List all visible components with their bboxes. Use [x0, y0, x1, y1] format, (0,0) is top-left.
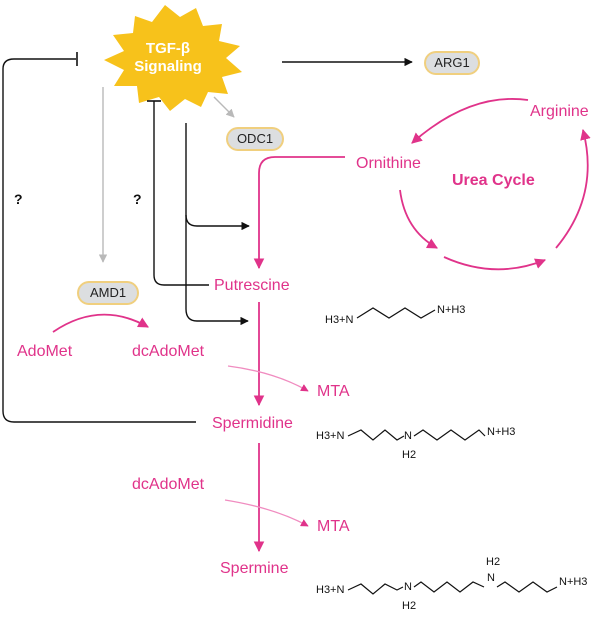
ornithine-to-putrescine-arrow: [253, 156, 345, 270]
spermidine-structure-2: [413, 429, 486, 441]
spermidine-right-amine: N+H3: [487, 426, 516, 438]
urea-arc-right: [555, 128, 591, 249]
urea-arc-bottom: [443, 256, 547, 271]
spermine-structure: [347, 583, 404, 595]
enzyme-arg1: ARG1: [426, 53, 478, 73]
spermidine-left-amine: H3+N: [316, 430, 345, 442]
urea-arc-left: [399, 189, 438, 249]
signal-label: TGF-β Signaling: [120, 40, 216, 76]
spermine-structure-2: [413, 581, 485, 593]
spermine-h2: H2: [486, 556, 501, 568]
spermidine-mid-n: N: [404, 430, 412, 442]
spermine-structure-3: [496, 581, 558, 593]
label-arginine: Arginine: [530, 103, 589, 120]
dcadomet-to-mta-arrow-1: [227, 365, 309, 392]
signal-activation-branch-2: [185, 215, 249, 326]
label-spermidine: Spermidine: [212, 415, 293, 432]
signal-to-odc1-arrow: [213, 96, 235, 118]
spermine-n1: N: [404, 581, 412, 593]
urea-cycle-label: Urea Cycle: [452, 172, 535, 189]
spermine-h1: H2: [402, 600, 417, 612]
spermine-n2: N: [487, 572, 495, 584]
signal-line-1: TGF-β: [145, 40, 191, 57]
label-adomet: AdoMet: [17, 343, 73, 360]
unknown-mark-1: ?: [14, 191, 23, 207]
enzyme-odc1: ODC1: [228, 129, 282, 149]
label-mta-1: MTA: [317, 383, 350, 400]
spermidine-structure: [347, 429, 405, 441]
enzyme-amd1: AMD1: [79, 283, 137, 303]
label-putrescine: Putrescine: [214, 277, 290, 294]
putrescine-right-amine: N+H3: [437, 304, 466, 316]
spermine-left-amine: H3+N: [316, 584, 345, 596]
urea-arc-top: [411, 98, 529, 144]
signal-line-2: Signaling: [134, 58, 202, 75]
adomet-to-dcadomet-arrow: [52, 313, 149, 333]
unknown-mark-2: ?: [133, 191, 142, 207]
label-ornithine: Ornithine: [356, 155, 421, 172]
spermine-right-amine: N+H3: [559, 576, 588, 588]
label-dcadomet-1: dcAdoMet: [132, 343, 205, 360]
putrescine-inhibition-line: [153, 101, 209, 286]
label-dcadomet-2: dcAdoMet: [132, 476, 205, 493]
label-spermine: Spermine: [220, 560, 289, 577]
putrescine-left-amine: H3+N: [325, 314, 354, 326]
dcadomet-to-mta-arrow-2: [224, 499, 309, 527]
spermidine-mid-h: H2: [402, 449, 417, 461]
label-mta-2: MTA: [317, 518, 350, 535]
spermidine-inhibition-line: [2, 58, 196, 423]
putrescine-structure: [356, 307, 436, 319]
signal-starburst: [104, 5, 242, 111]
